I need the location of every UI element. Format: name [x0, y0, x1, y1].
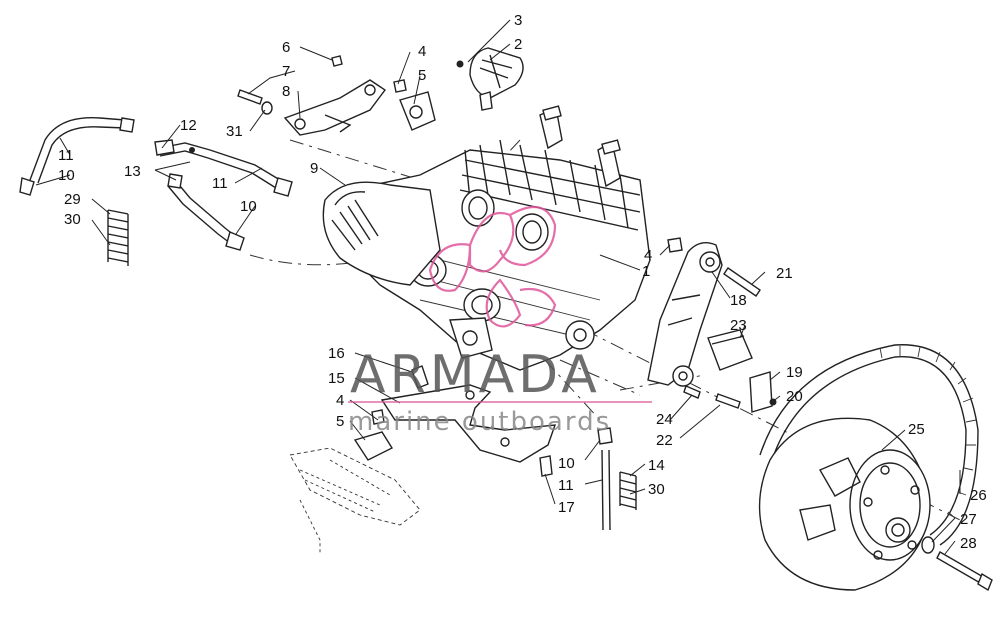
callout-28: 28 — [960, 535, 977, 552]
callout-5-upper: 5 — [418, 67, 426, 84]
callout-4-upper: 4 — [418, 43, 426, 60]
callout-27: 27 — [960, 511, 977, 528]
watermark-subtitle: marine outboards — [348, 407, 611, 437]
callout-12: 12 — [180, 117, 197, 134]
callout-16: 16 — [328, 345, 345, 362]
callout-22: 22 — [656, 432, 673, 449]
hose-lower — [597, 427, 613, 531]
callout-10-lower: 10 — [558, 455, 575, 472]
upper-mount-bracket — [237, 55, 387, 136]
callout-18: 18 — [730, 292, 747, 309]
armada-logo-icon — [428, 205, 557, 328]
callout-23: 23 — [730, 317, 747, 334]
callout-10-middle: 10 — [240, 198, 257, 215]
starter-handle — [456, 47, 524, 111]
hoses-left — [19, 116, 293, 251]
callout-26: 26 — [970, 487, 987, 504]
callout-17: 17 — [558, 499, 575, 516]
callout-9: 9 — [310, 160, 318, 177]
rubber-mount-upper — [393, 79, 436, 131]
callout-13: 13 — [124, 163, 141, 180]
callout-30-left: 30 — [64, 211, 81, 228]
callout-11-middle: 11 — [212, 175, 228, 192]
callout-10-left: 10 — [58, 167, 75, 184]
callout-7: 7 — [282, 63, 290, 80]
callout-30-right: 30 — [648, 481, 665, 498]
callout-2: 2 — [514, 36, 522, 53]
leader-lines — [35, 19, 961, 555]
rear-mount-bracket — [647, 237, 761, 387]
callout-5-lower: 5 — [336, 413, 344, 430]
callout-1: 1 — [642, 263, 650, 280]
recoil-starter — [322, 181, 441, 286]
callout-14: 14 — [648, 457, 665, 474]
callout-labels: 1 2 3 4 4 4 5 5 6 7 8 9 10 10 10 11 11 1… — [58, 12, 987, 552]
clamp-spring-right — [619, 471, 637, 510]
callout-29: 29 — [64, 191, 81, 208]
watermark-title: ARMADA — [350, 345, 601, 405]
damper-block — [683, 329, 777, 413]
callout-20: 20 — [786, 388, 803, 405]
drive-belt — [759, 344, 979, 546]
callout-3: 3 — [514, 12, 522, 29]
lower-mount-plate — [380, 365, 557, 477]
chassis-section — [289, 447, 421, 555]
callout-11-left: 11 — [58, 147, 74, 164]
callout-31: 31 — [226, 123, 243, 140]
callout-24: 24 — [656, 411, 673, 428]
callout-21: 21 — [776, 265, 793, 282]
clamp-spring-left — [107, 209, 129, 266]
armada-watermark: ARMADA marine outboards — [348, 205, 652, 437]
callout-6: 6 — [282, 39, 290, 56]
callout-4-rear: 4 — [644, 247, 652, 264]
callout-19: 19 — [786, 364, 803, 381]
callout-8: 8 — [282, 83, 290, 100]
callout-4-lower: 4 — [336, 392, 344, 409]
engine-assembly-drawing — [19, 19, 993, 592]
callout-15: 15 — [328, 370, 345, 387]
drive-clutch — [758, 417, 993, 592]
callout-25: 25 — [908, 421, 925, 438]
callout-11-lower: 11 — [558, 477, 574, 494]
